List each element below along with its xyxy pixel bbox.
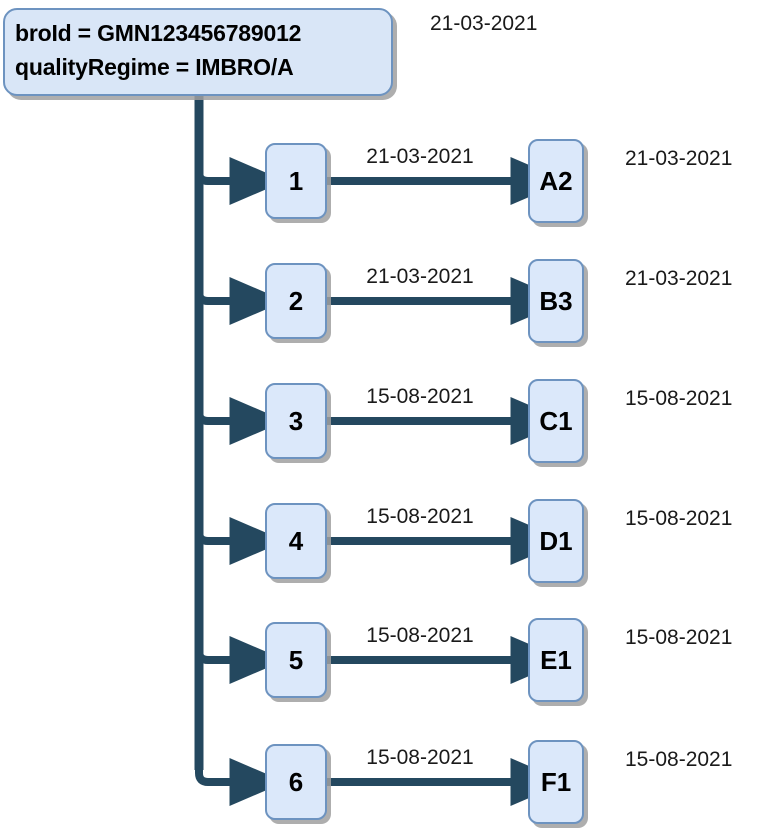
right-node-6[interactable]: F1: [528, 740, 584, 824]
left-node-5[interactable]: 5: [265, 622, 327, 698]
right-node-2[interactable]: B3: [528, 259, 584, 343]
branch-connector-5: [195, 636, 286, 684]
root-qualityregime-text: qualityRegime = IMBRO/A: [15, 54, 294, 80]
edge-label-1: 21-03-2021: [366, 145, 474, 168]
branch-connector-4: [195, 517, 286, 565]
root-broid-text: broId = GMN123456789012: [15, 20, 302, 46]
edge-label-5: 15-08-2021: [366, 624, 474, 647]
side-date-label-3: 15-08-2021: [625, 387, 733, 410]
right-node-1[interactable]: A2: [528, 139, 584, 223]
left-node-1[interactable]: 1: [265, 143, 327, 219]
side-date-label-2: 21-03-2021: [625, 267, 733, 290]
left-node-6[interactable]: 6: [265, 744, 327, 820]
branch-connector-3: [195, 397, 286, 445]
side-date-label-1: 21-03-2021: [625, 147, 733, 170]
right-node-5[interactable]: E1: [528, 618, 584, 702]
root-date-label: 21-03-2021: [430, 12, 538, 35]
left-node-3[interactable]: 3: [265, 383, 327, 459]
right-node-3[interactable]: C1: [528, 379, 584, 463]
edge-label-3: 15-08-2021: [366, 385, 474, 408]
branch-connector-6: [195, 750, 286, 806]
side-date-label-4: 15-08-2021: [625, 507, 733, 530]
edge-label-2: 21-03-2021: [366, 265, 474, 288]
edge-label-4: 15-08-2021: [366, 505, 474, 528]
right-node-4[interactable]: D1: [528, 499, 584, 583]
branch-connector-1: [195, 157, 286, 205]
left-node-4[interactable]: 4: [265, 503, 327, 579]
root-metadata-box: broId = GMN123456789012 qualityRegime = …: [3, 8, 393, 96]
edge-label-6: 15-08-2021: [366, 746, 474, 769]
side-date-label-5: 15-08-2021: [625, 626, 733, 649]
left-node-2[interactable]: 2: [265, 263, 327, 339]
side-date-label-6: 15-08-2021: [625, 748, 733, 771]
branch-connector-2: [195, 277, 286, 325]
